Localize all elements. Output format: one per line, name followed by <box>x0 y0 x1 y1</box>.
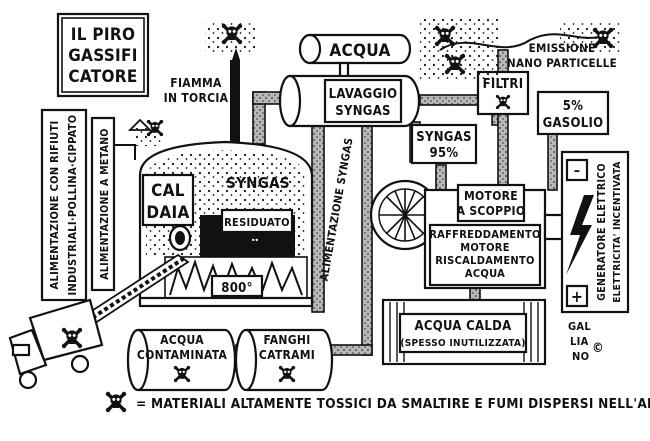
cooling-label-3: RISCALDAMENTO <box>435 254 535 267</box>
hot-water-note: (SPESSO INUTILIZZATA) <box>400 338 525 349</box>
filters-label: FILTRI <box>483 77 524 92</box>
generator-label-1: GENERATORE ELETTRICO <box>596 163 608 301</box>
title-box: IL PIRO GASSIFI CATORE <box>56 12 150 98</box>
syngas95-label-1: SYNGAS <box>416 130 472 145</box>
cooling-label-1: RAFFREDDAMENTO <box>429 228 541 241</box>
syngas-wash-unit: LAVAGGIO SYNGAS <box>278 61 421 128</box>
cooling-label-4: ACQUA <box>465 267 505 280</box>
signature: GAL LIA NO © <box>568 320 604 363</box>
boiler: CAL DAIA SYNGAS RESIDUATO 800° <box>138 140 314 308</box>
contaminated-water-tank: ACQUA CONTAMINATA <box>126 328 237 392</box>
wash-label-2: SYNGAS <box>335 104 391 119</box>
title-line-3: CATORE <box>68 67 137 87</box>
temperature-label: 800° <box>221 281 252 296</box>
boiler-label-2: DAIA <box>146 203 189 223</box>
wash-label-1: LAVAGGIO <box>329 87 398 102</box>
title-line-2: GASSIFI <box>68 46 138 66</box>
syngas-95-box: SYNGAS 95% <box>410 123 478 165</box>
title-line-1: IL PIRO <box>71 25 136 45</box>
flame-torch: FIAMMA IN TORCIA <box>164 22 255 160</box>
hot-water-label: ACQUA CALDA <box>415 319 512 334</box>
methane-feed-label: ALIMENTAZIONE A METANO <box>99 128 111 280</box>
syngas-label: SYNGAS <box>226 174 290 192</box>
plus-sign: + <box>571 287 583 306</box>
diesel-label-2: GASOLIO <box>543 116 604 131</box>
sludge-label-1: FANGHI <box>263 333 310 347</box>
syngas95-label-2: 95% <box>430 146 459 161</box>
conveyor-truck <box>8 253 190 390</box>
minus-sign: – <box>574 163 581 179</box>
generator-label-2: ELETTRICITA' INCENTIVATA <box>612 161 623 303</box>
cooling-label-2: MOTORE <box>460 241 510 254</box>
signature-line-1: GAL <box>568 320 591 333</box>
engine-label-2: A SCOPPIO <box>457 204 526 218</box>
skull-icon <box>104 390 128 414</box>
emission-label-1: EMISSIONE <box>529 41 596 55</box>
waste-feed-label-1: ALIMENTAZIONE CON RIFIUTI <box>48 121 61 290</box>
emission-label-2: NANO PARTICELLE <box>507 56 617 70</box>
signature-line-3: NO <box>572 350 589 363</box>
boiler-label-1: CAL <box>151 181 185 201</box>
signature-line-2: LIA <box>570 335 589 348</box>
emission-cloud: EMISSIONE NANO PARTICELLE <box>420 18 620 80</box>
waste-feed-label-2: INDUSTRIALI·POLLINA·CIPPATO <box>66 115 79 296</box>
residue-label: RESIDUATO <box>224 216 290 229</box>
flame-label-1: FIAMMA <box>170 76 222 90</box>
hot-water-radiator: ACQUA CALDA (SPESSO INUTILIZZATA) <box>381 298 547 366</box>
engine-unit: MOTORE A SCOPPIO RAFFREDDAMENTO MOTORE R… <box>369 179 567 290</box>
engine-label-1: MOTORE <box>464 189 518 203</box>
water-tank: ACQUA <box>298 33 412 65</box>
diesel-box: 5% GASOLIO <box>536 90 610 136</box>
contaminated-label-2: CONTAMINATA <box>137 348 228 362</box>
flame-label-2: IN TORCIA <box>164 91 229 105</box>
diesel-label-1: 5% <box>563 99 583 114</box>
generator-unit: – + GENERATORE ELETTRICO ELETTRICITA' IN… <box>560 150 630 314</box>
feed-lines: ALIMENTAZIONE CON RIFIUTI INDUSTRIALI·PO… <box>40 108 356 302</box>
lightning-icon <box>566 195 594 275</box>
legend-text: = MATERIALI ALTAMENTE TOSSICI DA SMALTIR… <box>136 396 650 412</box>
contaminated-label-1: ACQUA <box>160 333 204 347</box>
sludge-label-2: CATRAMI <box>259 348 315 362</box>
tar-sludge-tank: FANGHI CATRAMI <box>234 328 334 392</box>
water-label: ACQUA <box>329 41 390 61</box>
legend: = MATERIALI ALTAMENTE TOSSICI DA SMALTIR… <box>104 390 650 414</box>
copyright-mark: © <box>592 341 604 356</box>
